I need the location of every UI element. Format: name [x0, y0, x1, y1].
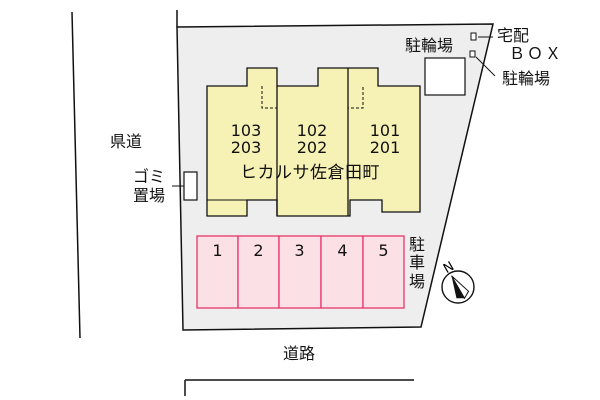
parking-number-3: 3 [294, 241, 305, 260]
unit-102-202: 102 202 [282, 121, 342, 157]
garbage-label-line2: 置場 [133, 186, 166, 205]
parking-number-4: 4 [337, 241, 348, 260]
unit-lower: 201 [369, 137, 401, 157]
building-outline [206, 67, 421, 217]
bicycle-box-marker [469, 50, 476, 58]
garbage-label-line1: ゴミ [133, 167, 166, 186]
bicycle-parking-label-right: 駐輪場 [502, 69, 551, 88]
unit-upper: 102 [296, 121, 328, 140]
unit-101-201: 101 201 [355, 121, 415, 157]
unit-lower: 202 [296, 137, 328, 157]
parking-space-2 [237, 235, 280, 309]
unit-103-203: 103 203 [216, 121, 276, 157]
parking-number-2: 2 [253, 241, 264, 260]
parking-label: 駐 車 場 [408, 235, 425, 291]
parking-space-3 [278, 235, 322, 309]
prefectural-road-line [71, 11, 81, 339]
parking-space-5 [362, 235, 405, 309]
bicycle-parking-label-top: 駐輪場 [405, 36, 454, 55]
stair-dashed [261, 86, 277, 109]
unit-lower: 203 [230, 137, 262, 157]
bicycle-box-leader [475, 56, 496, 77]
compass-icon [441, 270, 475, 304]
compass-needle [451, 275, 470, 300]
parking-area [196, 235, 405, 309]
garbage-box [183, 171, 198, 201]
delivery-box-label-line2: ＢＯＸ [509, 44, 564, 63]
building-name: ヒカルサ佐倉田町 [240, 163, 380, 183]
local-road-label: 道路 [283, 344, 316, 363]
prefectural-road-label: 県道 [110, 132, 143, 151]
bicycle-parking-box [424, 57, 466, 96]
stair-dashed [347, 86, 364, 109]
compass-needle-light [451, 275, 470, 300]
parking-number-5: 5 [378, 241, 389, 260]
unit-upper: 101 [369, 121, 401, 140]
delivery-box-marker [470, 32, 477, 41]
parking-space-4 [320, 235, 364, 309]
unit-upper: 103 [230, 121, 262, 140]
parking-number-1: 1 [212, 241, 223, 260]
delivery-box-label-line1: 宅配 [497, 26, 530, 45]
